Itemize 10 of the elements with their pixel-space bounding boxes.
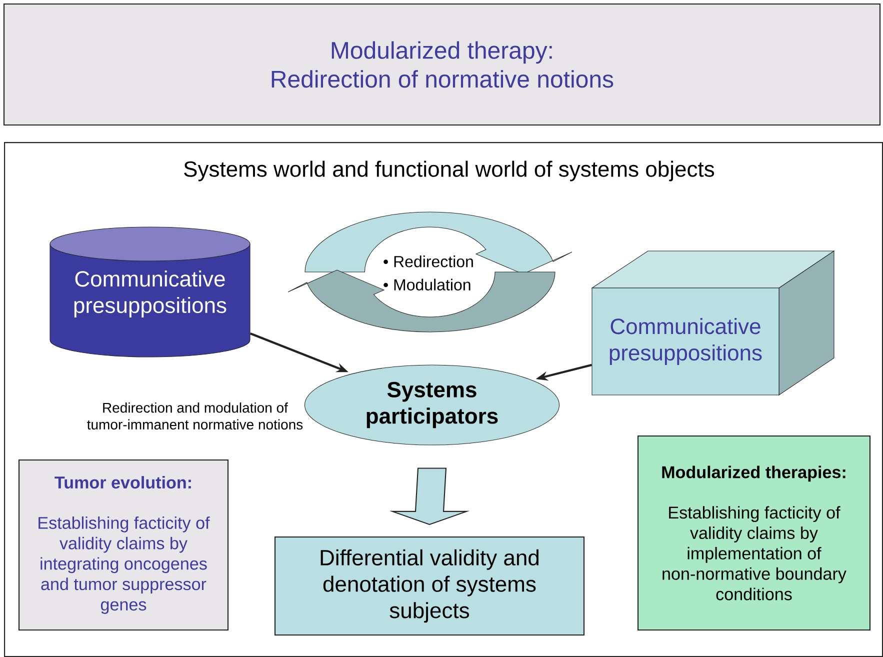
cylinder: Communicative presuppositions [50, 226, 250, 358]
annotation-text: Redirection and modulation of tumor-immanent normative notions [87, 402, 303, 430]
text-box: Modularized therapies: Establishing facticity of validity claims by implementation of non-normative boundary conditions [637, 435, 871, 631]
block-arrow [389, 468, 470, 526]
node-label: • Redirection [384, 256, 473, 268]
title-banner: Modularized therapy: Redirection of normative notions [3, 3, 881, 126]
cycle-arrows: • Redirection • Modulation [288, 212, 572, 332]
text-box: Tumor evolution: Establishing facticity of validity claims by integrating oncogenes and tumor suppressor genes [18, 459, 229, 631]
ellipse-node: Systems participators [304, 364, 560, 446]
result-box: Differential validity and denotation of systems subjects [274, 536, 585, 636]
